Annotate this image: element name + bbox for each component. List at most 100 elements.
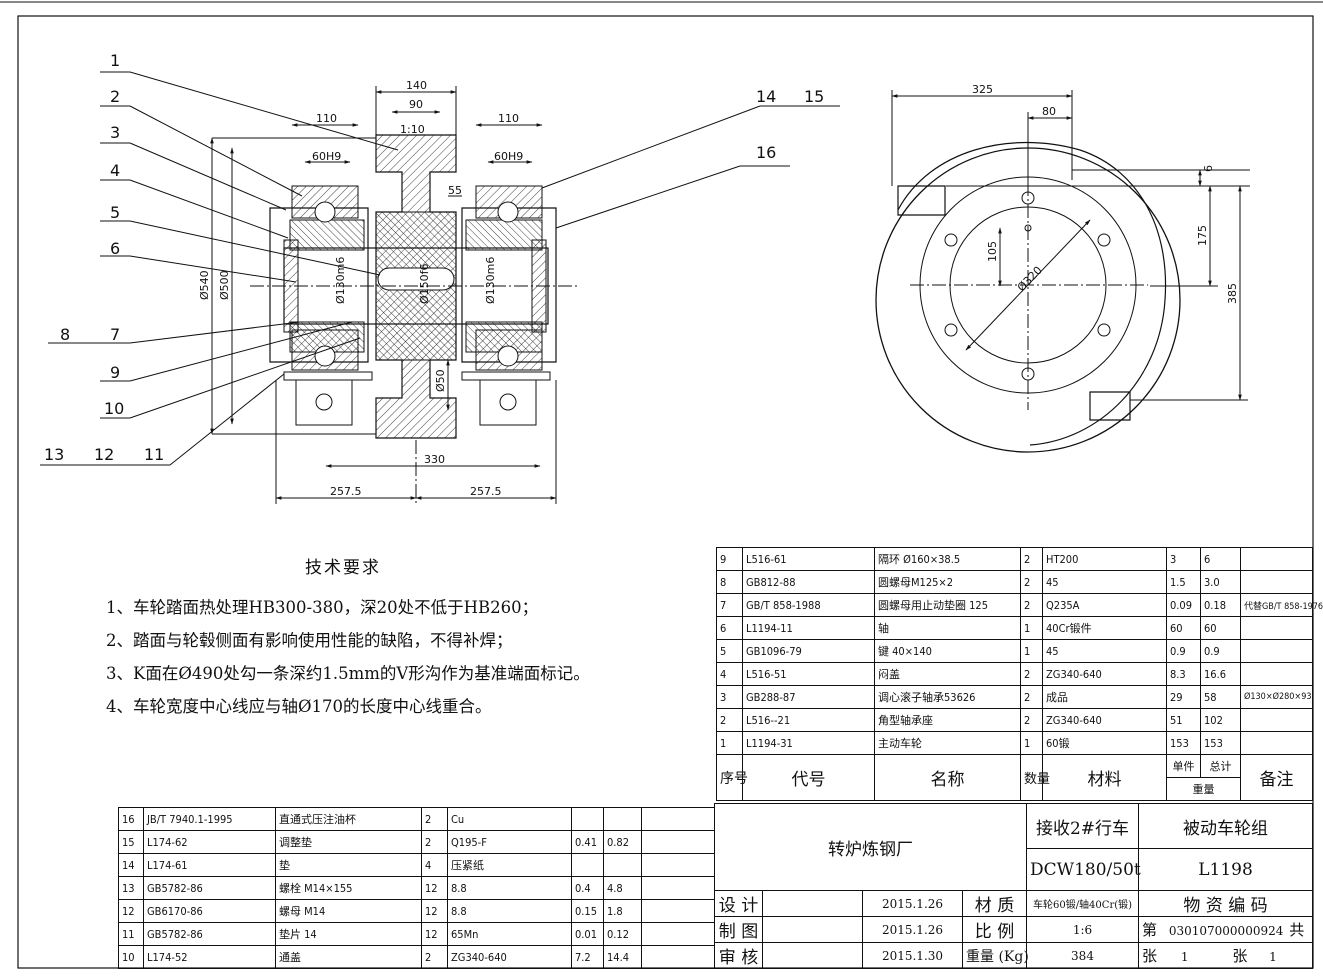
table-cell: 2 [1020,662,1043,686]
table-cell: 0.18 [1200,593,1241,617]
part-number: L1198 [1138,848,1313,891]
table-cell: L516-61 [742,547,875,571]
table-cell [603,853,642,877]
table-cell: HT200 [1042,547,1167,571]
table-cell: 垫 [275,853,422,877]
table-cell [1240,616,1313,640]
balloon-16: 16 [756,143,776,162]
table-cell: 0.9 [1200,639,1241,663]
table-cell: 0.9 [1166,639,1201,663]
table-cell: 65Mn [447,922,572,946]
balloon-13: 13 [44,445,64,464]
table-cell: 角型轴承座 [874,708,1021,732]
dim-175: 175 [1196,225,1209,246]
table-cell [641,830,715,854]
balloon-1: 1 [110,51,120,70]
table-cell: 0.15 [571,899,604,923]
dim-110-right: 110 [498,112,519,125]
hdr-name: 名称 [874,754,1021,801]
table-cell [1240,570,1313,594]
table-cell [641,922,715,946]
table-cell: 16 [118,807,144,831]
table-cell: 2 [1020,570,1043,594]
table-cell: 29 [1166,685,1201,709]
balloon-7: 7 [110,325,120,344]
hdr-qty: 数量 [1020,754,1050,801]
dim-150: Ø150f6 [418,263,431,304]
dim-110-left: 110 [316,112,337,125]
dim-320: Ø320 [1015,264,1045,294]
bom-right-header: 序号 代号 名称 数量 材料 单件 总计 备注 [716,754,1313,801]
table-cell: 1 [1020,616,1043,640]
design-date: 2015.1.26 [862,890,963,917]
balloon-12: 12 [94,445,114,464]
table-cell: Q195-F [447,830,572,854]
dim-60h9-left: 60H9 [312,150,341,163]
table-cell: 16.6 [1200,662,1241,686]
hdr-material: 材料 [1042,754,1167,801]
sheet-prefix: 第 [1142,921,1158,939]
scale-label: 比 例 [962,916,1027,943]
table-cell: GB5782-86 [143,876,276,900]
table-cell: 2 [421,945,448,969]
table-cell: 6 [716,616,743,640]
dim-325: 325 [972,83,993,96]
table-cell: 0.4 [571,876,604,900]
balloon-3: 3 [110,123,120,142]
table-cell: 圆螺母用止动垫圈 125 [874,593,1021,617]
table-cell: 2 [1020,593,1043,617]
table-cell: 代替GB/T 858-1976 [1240,593,1323,617]
weight-label: 重量 (Kg) [962,942,1029,969]
table-cell: 7 [716,593,743,617]
table-cell [641,899,715,923]
table-cell: 4 [716,662,743,686]
sheet-number: 1 [1180,950,1189,964]
dim-130-left: Ø130m6 [334,257,347,304]
hdr-unit: 单件 [1166,754,1201,778]
table-cell: 102 [1200,708,1241,732]
table-cell [571,807,604,831]
table-cell: 2 [1020,685,1043,709]
table-cell: L1194-11 [742,616,875,640]
table-cell: 1.8 [603,899,642,923]
right-foot [479,379,537,426]
tech-item-4: 4、车轮宽度中心线应与轴Ø170的长度中心线重合。 [106,697,492,716]
side-dimension-texts: 325 80 6 175 105 385 Ø320 [972,83,1239,304]
table-cell: 60 [1166,616,1201,640]
balloon-9: 9 [110,363,120,382]
table-cell: GB5782-86 [143,922,276,946]
table-cell: 直通式压注油杯 [275,807,422,831]
table-cell: 8.3 [1166,662,1201,686]
table-cell: 压紧纸 [447,853,572,877]
table-cell: 轴 [874,616,1021,640]
dim-130-right: Ø130m6 [484,257,497,304]
table-cell [603,807,642,831]
table-cell: 5 [716,639,743,663]
table-cell: L174-61 [143,853,276,877]
table-cell: 8.8 [447,876,572,900]
table-cell: 13 [118,876,144,900]
table-cell: 1.5 [1166,570,1201,594]
table-cell: 153 [1200,731,1241,755]
front-dimension-texts: 140 90 1:10 110 110 60H9 60H9 55 Ø540 Ø5… [198,79,523,498]
sheet-unit: 张 [1142,947,1158,965]
table-cell: JB/T 7940.1-1995 [143,807,276,831]
table-cell: 8 [716,570,743,594]
material-label: 材 质 [962,890,1027,917]
table-cell: 成品 [1042,685,1167,709]
table-cell: GB812-88 [742,570,875,594]
dim-80: 80 [1042,105,1056,118]
table-cell: 14.4 [603,945,642,969]
title-block: 转炉炼钢厂 接收2#行车 被动车轮组 DCW180/50t L1198 设 计 … [714,803,1313,969]
table-cell: 8.8 [447,899,572,923]
dim-50: Ø50 [434,369,447,392]
dim-330: 330 [424,453,445,466]
code-label: 物 资 编 码 [1138,890,1313,917]
weight-value: 384 [1026,942,1139,969]
